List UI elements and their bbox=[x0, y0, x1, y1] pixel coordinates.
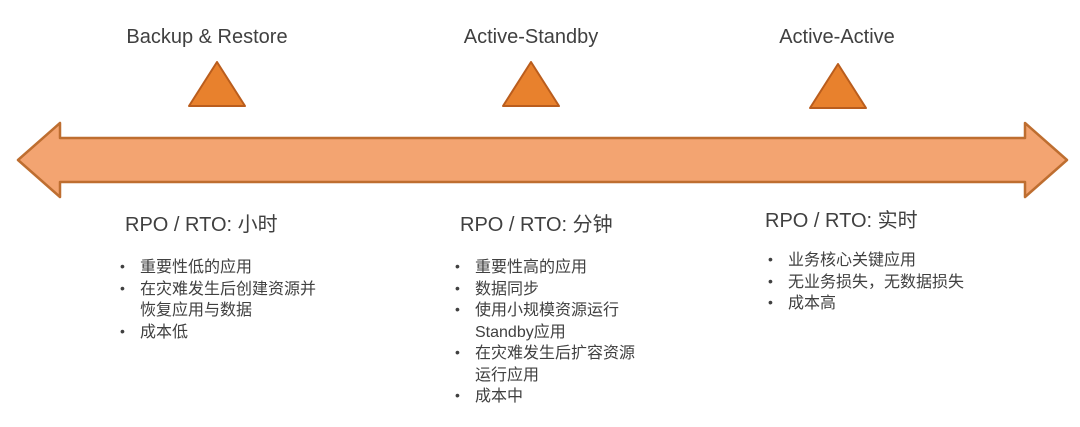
bullet-item: • 数据同步 bbox=[453, 279, 647, 301]
bullet-item: • 成本低 bbox=[118, 322, 322, 344]
strategy-label-active-standby: Active-Standby bbox=[463, 26, 599, 48]
double-arrow-shape bbox=[16, 121, 1069, 199]
rpo-rto-heading: RPO / RTO: 分钟 bbox=[460, 214, 613, 236]
strategy-label-backup-restore: Backup & Restore bbox=[126, 26, 288, 48]
triangle-marker-icon bbox=[188, 61, 246, 107]
bullet-text: 重要性高的应用 bbox=[475, 259, 588, 276]
bullet-text: 成本高 bbox=[788, 295, 837, 312]
bullet-dot-icon: • bbox=[455, 301, 460, 317]
bullet-text: 数据同步 bbox=[475, 280, 540, 298]
bullet-text: 在灾难发生后创建资源并恢复应用与数据 bbox=[140, 280, 317, 320]
bullet-item: • 在灾难发生后扩容资源运行应用 bbox=[453, 343, 647, 386]
triangle-marker-icon bbox=[502, 61, 560, 107]
bullet-dot-icon: • bbox=[455, 279, 460, 296]
bullet-item: • 成本高 bbox=[766, 293, 996, 315]
bullet-item: • 重要性低的应用 bbox=[118, 257, 322, 279]
bullet-dot-icon: • bbox=[455, 344, 460, 360]
rpo-rto-heading: RPO / RTO: 实时 bbox=[765, 210, 918, 232]
bullet-list: • 重要性高的应用 • 数据同步 • 使用小规模资源运行Standby应用 • … bbox=[453, 257, 647, 408]
bullet-item: • 业务核心关键应用 bbox=[766, 250, 996, 272]
triangle-shape bbox=[502, 61, 560, 107]
triangle-marker-icon bbox=[809, 63, 867, 109]
bullet-dot-icon: • bbox=[455, 258, 460, 274]
bullet-dot-icon: • bbox=[768, 272, 773, 289]
bullet-dot-icon: • bbox=[768, 294, 773, 310]
bullet-text: 重要性低的应用 bbox=[140, 259, 253, 276]
bullet-text: 成本中 bbox=[475, 388, 524, 405]
bullet-item: • 使用小规模资源运行Standby应用 bbox=[453, 300, 647, 343]
bullet-text: 在灾难发生后扩容资源运行应用 bbox=[475, 345, 636, 384]
rpo-rto-heading: RPO / RTO: 小时 bbox=[125, 214, 278, 236]
bullet-dot-icon: • bbox=[120, 258, 125, 274]
bullet-item: • 在灾难发生后创建资源并恢复应用与数据 bbox=[118, 279, 322, 322]
timeline-double-arrow-icon bbox=[16, 121, 1069, 199]
bullet-item: • 无业务损失，无数据损失 bbox=[766, 272, 996, 294]
bullet-dot-icon: • bbox=[455, 387, 460, 403]
bullet-dot-icon: • bbox=[768, 251, 773, 267]
triangle-shape bbox=[809, 63, 867, 109]
strategy-label-active-active: Active-Active bbox=[779, 26, 895, 48]
triangle-shape bbox=[188, 61, 246, 107]
bullet-item: • 成本中 bbox=[453, 386, 647, 408]
bullet-dot-icon: • bbox=[120, 322, 125, 339]
bullet-text: 无业务损失，无数据损失 bbox=[788, 273, 965, 291]
bullet-list: • 业务核心关键应用 • 无业务损失，无数据损失 • 成本高 bbox=[766, 250, 996, 315]
bullet-text: 成本低 bbox=[140, 323, 189, 341]
bullet-list: • 重要性低的应用 • 在灾难发生后创建资源并恢复应用与数据 • 成本低 bbox=[118, 257, 322, 343]
bullet-dot-icon: • bbox=[120, 279, 125, 296]
bullet-item: • 重要性高的应用 bbox=[453, 257, 647, 279]
bullet-text: 业务核心关键应用 bbox=[788, 252, 917, 269]
bullet-text: 使用小规模资源运行Standby应用 bbox=[475, 302, 620, 341]
